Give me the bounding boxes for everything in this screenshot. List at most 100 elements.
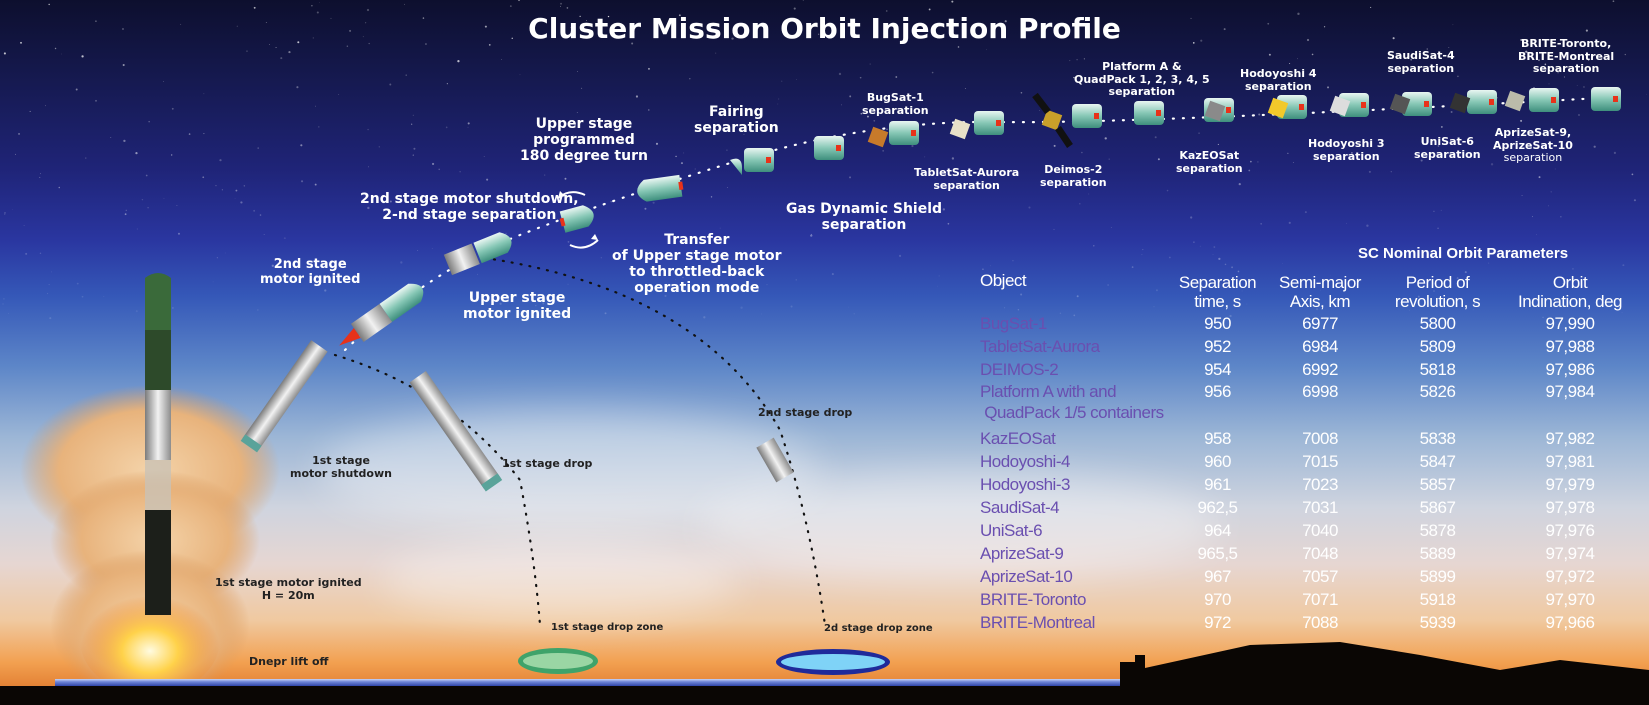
cell-object: DEIMOS-2 [980, 358, 1170, 381]
label-line: separation [694, 120, 779, 137]
header-line: Object [980, 271, 1027, 290]
header-line: Period of [1405, 273, 1470, 293]
bugsat-icon [867, 126, 889, 148]
upper-stage-module [889, 121, 919, 145]
thruster-marker [1299, 104, 1304, 110]
upper-stage-module [1072, 104, 1102, 128]
cell-period: 5826 [1419, 381, 1456, 401]
cell-inclination: 97,970 [1545, 589, 1596, 609]
label-sep-saudisat4: SaudiSat-4 separation [1387, 49, 1455, 75]
cell-period: 5847 [1419, 451, 1456, 471]
label-line: 180 degree turn [520, 148, 648, 165]
thruster-marker [996, 120, 1001, 126]
header-object: Object [980, 271, 1170, 312]
hodoyoshi4-icon [1267, 97, 1289, 119]
cell-separation-time: 952 [1204, 336, 1231, 356]
header-line: revolution, s [1394, 292, 1481, 311]
cell-period: 5818 [1419, 359, 1456, 379]
cell-period: 5800 [1419, 313, 1456, 333]
upper-stage-module [744, 148, 774, 172]
header-line: time, s [1194, 292, 1241, 311]
label-line: motor ignited [463, 306, 572, 323]
cell-object: AprizeSat-10 [980, 565, 1170, 588]
label-line: to throttled-back [629, 264, 765, 281]
header-line: Orbit [1552, 273, 1588, 293]
cloud [700, 470, 1220, 580]
upper-stage-turn-icon [559, 205, 594, 233]
label-line: 2nd stage [273, 257, 347, 272]
cell-period: 5889 [1419, 543, 1456, 563]
label-transfer-upper-stage: Transfer of Upper stage motor to throttl… [612, 232, 782, 296]
unisat6-icon [1449, 92, 1471, 114]
object-name: UniSat-6 [980, 520, 1043, 540]
object-name: Hodoyoshi-3 [980, 474, 1070, 494]
cell-period: 5867 [1419, 497, 1456, 517]
first-stage-drop-zone [518, 648, 598, 674]
header-line: Axis, km [1289, 292, 1351, 311]
second-stage-ignited-icon [339, 283, 424, 346]
cell-inclination: 97,988 [1545, 336, 1596, 356]
object-name: AprizeSat-9 [980, 543, 1064, 563]
thruster-marker [1551, 97, 1556, 103]
cell-separation-time: 954 [1204, 359, 1231, 379]
cell-object: BugSat-1 [980, 312, 1170, 335]
cell-object: Hodoyoshi-3 [980, 473, 1170, 496]
dnepr-rocket-icon [145, 273, 171, 615]
cell-object: Platform A with and QuadPack 1/5 contain… [980, 381, 1170, 427]
label-line: H = 20m [261, 588, 315, 602]
label-fairing-separation: Fairing separation [694, 104, 779, 136]
second-stage-drop-zone [776, 649, 890, 675]
object-name: BRITE-Toronto [980, 589, 1086, 609]
cell-semi-major-axis: 7057 [1302, 566, 1338, 586]
label-second-stage-drop-zone: 2d stage drop zone [824, 623, 933, 634]
label-line: 1st stage motor ignited [215, 576, 362, 589]
label-sep-hodoyoshi3: Hodoyoshi 3 separation [1308, 137, 1385, 163]
label-line: motor shutdown [290, 466, 392, 480]
label-gas-dynamic-shield: Gas Dynamic Shield separation [786, 201, 942, 233]
label-line: BRITE-Montreal [1518, 49, 1615, 63]
second-stage-drop-icon [756, 437, 794, 483]
label-line: Platform A & [1102, 60, 1182, 73]
kazeosat-icon [1204, 100, 1226, 122]
cell-semi-major-axis: 7015 [1302, 451, 1338, 471]
label-line: programmed [533, 132, 635, 149]
first-stage-drop-icon [409, 371, 503, 492]
label-line: Upper stage [468, 290, 566, 306]
cell-inclination: 97,966 [1545, 612, 1596, 632]
cell-object: AprizeSat-9 [980, 542, 1170, 565]
cell-separation-time: 964 [1204, 520, 1231, 540]
label-line: 2nd stage motor shutdown, [360, 191, 579, 207]
label-line: TabletSat-Aurora [914, 166, 1020, 179]
object-name: Platform A with and [980, 381, 1117, 401]
cell-semi-major-axis: 6998 [1302, 381, 1338, 401]
cell-semi-major-axis: 7031 [1302, 497, 1338, 517]
object-name: BugSat-1 [980, 313, 1047, 333]
object-name: KazEOSat [980, 428, 1056, 448]
cell-separation-time: 972 [1204, 612, 1231, 632]
cell-inclination: 97,984 [1545, 381, 1596, 401]
label-second-stage-ignited: 2nd stage motor ignited [260, 257, 360, 288]
cell-period: 5899 [1419, 566, 1456, 586]
label-line: SaudiSat-4 [1387, 49, 1455, 62]
label-sep-bugsat1: BugSat-1 separation [862, 91, 929, 117]
upper-stage-module [1591, 87, 1621, 111]
label-line: of Upper stage motor [612, 248, 782, 265]
label-line: KazEOSat [1179, 149, 1240, 162]
cell-semi-major-axis: 7071 [1302, 589, 1338, 609]
cell-separation-time: 967 [1204, 566, 1231, 586]
cell-inclination: 97,981 [1545, 451, 1596, 471]
saudisat4-icon [1389, 93, 1411, 115]
label-line: Deimos-2 [1044, 163, 1103, 176]
label-line: operation mode [634, 280, 760, 297]
